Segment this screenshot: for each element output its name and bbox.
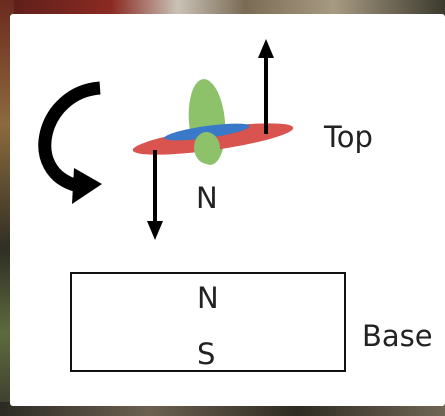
top-north-pole-label: N (196, 181, 218, 215)
top-spindle-front (193, 132, 221, 164)
base-north-pole-label: N (197, 281, 219, 315)
spinning-top (132, 79, 294, 165)
down-arrow-icon (147, 150, 163, 240)
up-arrow-icon (258, 39, 274, 134)
base-magnet (70, 272, 346, 372)
base-south-pole-label: S (197, 337, 216, 371)
top-disc-blue (164, 123, 250, 141)
rotation-arrow-icon (38, 81, 102, 204)
top-label: Top (324, 120, 373, 154)
base-label: Base (362, 319, 433, 353)
